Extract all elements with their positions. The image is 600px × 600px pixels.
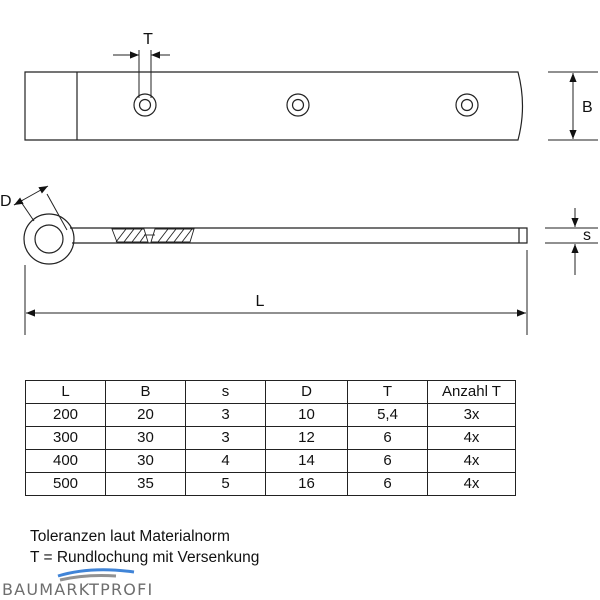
table-cell: 300	[25, 426, 106, 450]
table-header-row: L B s D T Anzahl T	[25, 380, 516, 404]
countersunk-hole	[286, 93, 310, 117]
countersink-section	[111, 228, 195, 243]
countersunk-hole	[133, 93, 157, 117]
top-view	[24, 71, 524, 141]
table-row: 200 20 3 10 5,4 3x	[25, 403, 516, 427]
hinge-eye-outer	[23, 213, 75, 265]
table-cell: 16	[265, 472, 348, 496]
dimension-label-b: B	[582, 99, 593, 116]
dimension-s	[545, 208, 598, 275]
notes: Toleranzen laut Materialnorm T = Rundloc…	[30, 526, 259, 568]
header-d: D	[265, 380, 348, 404]
table-cell: 5	[185, 472, 266, 496]
table-cell: 6	[347, 449, 428, 473]
header-t: T	[347, 380, 428, 404]
table-cell: 6	[347, 472, 428, 496]
tolerance-note: Toleranzen laut Materialnorm	[30, 528, 230, 545]
watermark-text: BAUMARKTPROFI	[2, 580, 154, 599]
table-cell: 5,4	[347, 403, 428, 427]
header-b: B	[105, 380, 186, 404]
table-cell: 30	[105, 426, 186, 450]
table-cell: 3x	[427, 403, 516, 427]
table-cell: 4	[185, 449, 266, 473]
watermark-logo: BAUMARKTPROFI	[0, 568, 200, 600]
table-cell: 14	[265, 449, 348, 473]
dimension-label-t: T	[143, 31, 153, 48]
hinge-eye-inner	[34, 224, 64, 254]
dimension-t	[113, 50, 170, 98]
table-cell: 400	[25, 449, 106, 473]
table-cell: 35	[105, 472, 186, 496]
dimension-label-s: s	[583, 227, 591, 244]
countersunk-hole	[455, 93, 479, 117]
dimension-label-d: D	[0, 193, 12, 210]
table-cell: 3	[185, 403, 266, 427]
table-row: 500 35 5 16 6 4x	[25, 472, 516, 496]
dimensions-table: L B s D T Anzahl T 200 20 3 10 5,4 3x 30…	[25, 380, 516, 496]
table-cell: 10	[265, 403, 348, 427]
hole-legend-note: T = Rundlochung mit Versenkung	[30, 549, 260, 566]
table-cell: 3	[185, 426, 266, 450]
table-cell: 20	[105, 403, 186, 427]
header-s: s	[185, 380, 266, 404]
strap-side-profile	[70, 227, 528, 244]
table-cell: 200	[25, 403, 106, 427]
table-cell: 12	[265, 426, 348, 450]
strap-outline	[24, 71, 524, 141]
technical-drawing: T B D	[0, 31, 598, 335]
dimension-d	[13, 185, 68, 231]
table-cell: 6	[347, 426, 428, 450]
header-l: L	[25, 380, 106, 404]
table-cell: 30	[105, 449, 186, 473]
watermark-swoosh-icon	[57, 568, 135, 582]
side-view	[23, 213, 528, 265]
dimension-label-l: L	[256, 293, 265, 310]
header-anzahl-t: Anzahl T	[427, 380, 516, 404]
table-row: 400 30 4 14 6 4x	[25, 449, 516, 473]
table-cell: 500	[25, 472, 106, 496]
dimension-l	[24, 250, 528, 335]
dimension-b	[548, 71, 598, 141]
table-row: 300 30 3 12 6 4x	[25, 426, 516, 450]
table-cell: 4x	[427, 449, 516, 473]
table-cell: 4x	[427, 426, 516, 450]
table-cell: 4x	[427, 472, 516, 496]
